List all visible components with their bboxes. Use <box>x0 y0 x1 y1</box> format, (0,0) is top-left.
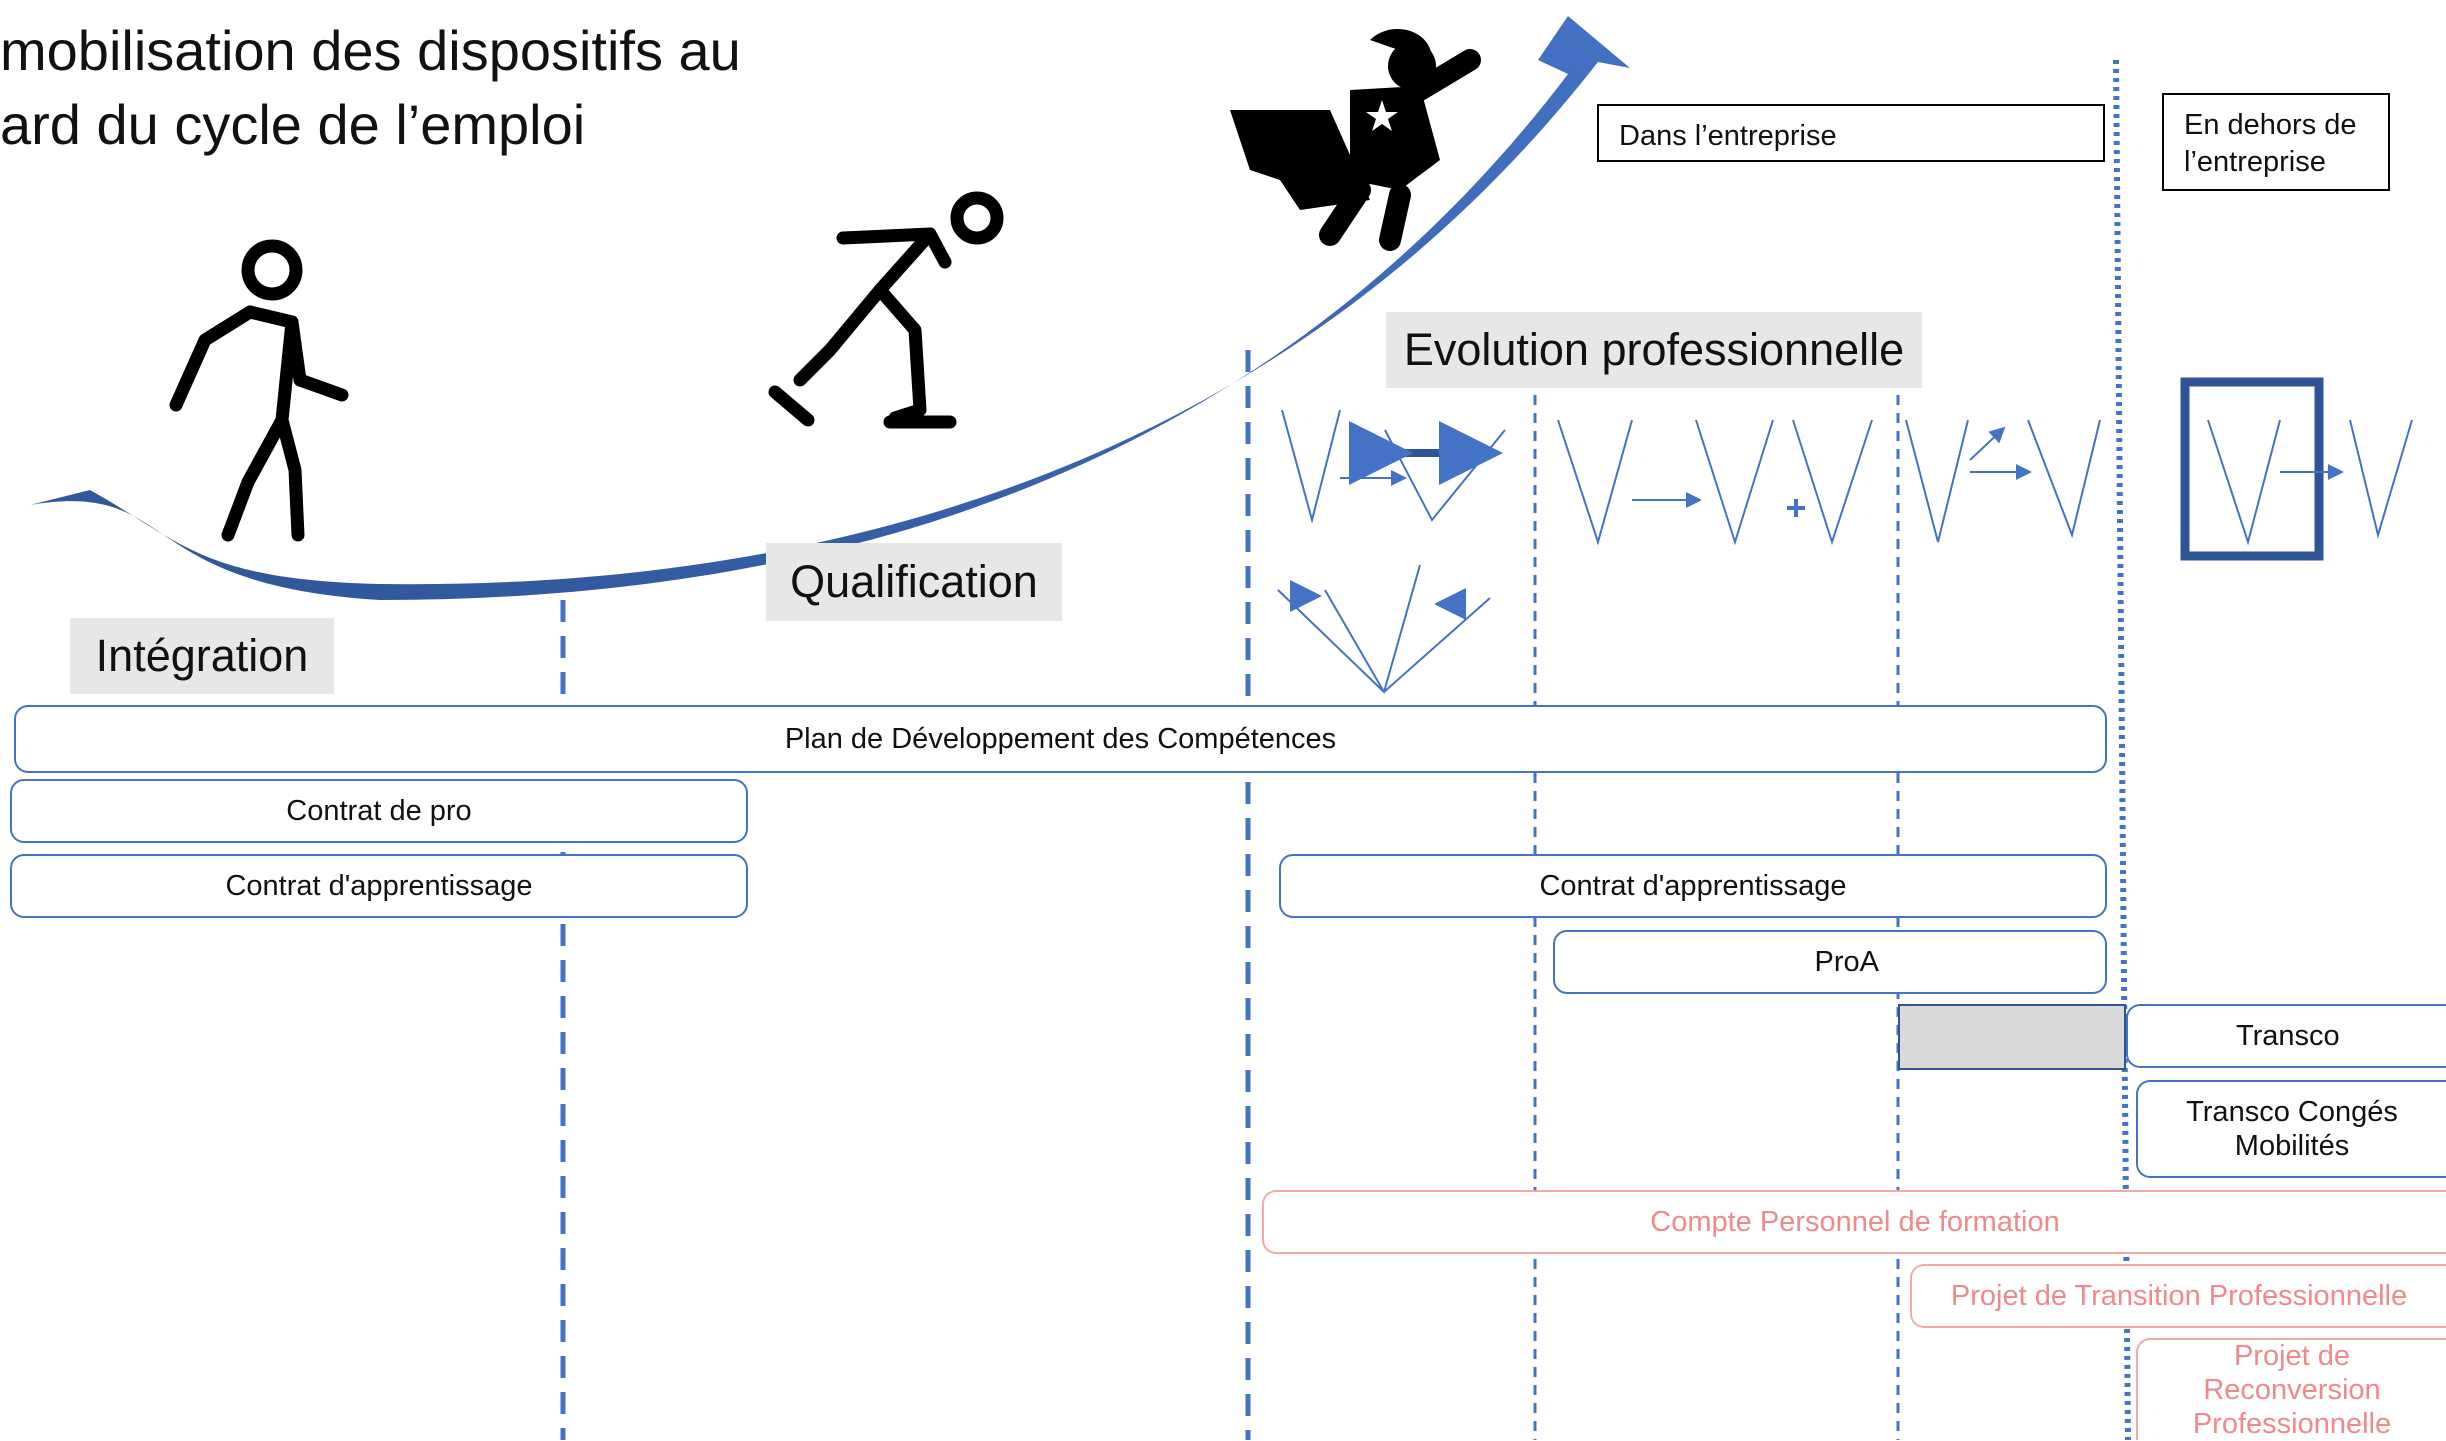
bar-projet-reconversion: Projet de Reconversion Professionnelle <box>2136 1338 2446 1440</box>
phase-label-evolution: Evolution professionnelle <box>1386 312 1922 388</box>
bar-proa: ProA <box>1553 930 2107 994</box>
bar-cpf: Compte Personnel de formation <box>1262 1190 2446 1254</box>
outside-frame <box>2180 377 2324 561</box>
bar-projet-transition: Projet de Transition Professionnelle <box>1910 1264 2446 1328</box>
bar-apprentissage-right: Contrat d'apprentissage <box>1279 854 2107 918</box>
page-title: mobilisation des dispositifs au ard du c… <box>0 19 741 156</box>
phase-label-integration: Intégration <box>70 618 334 694</box>
bar-plan-developpement: Plan de Développement des Compétences <box>14 705 2107 773</box>
bar-apprentissage-left: Contrat d'apprentissage <box>10 854 748 918</box>
phase-label-qualification: Qualification <box>766 543 1062 621</box>
bar-contrat-pro: Contrat de pro <box>10 779 748 843</box>
superhero-icon <box>1230 28 1481 251</box>
transco-gray-block <box>1898 1004 2126 1070</box>
skater-icon <box>768 191 1004 429</box>
zone-label-inside: Dans l’entreprise <box>1597 104 2105 162</box>
bar-transco: Transco <box>2126 1004 2446 1068</box>
zone-label-outside: En dehors de l’entreprise <box>2162 93 2390 191</box>
bar-transco-conges: Transco Congés Mobilités <box>2136 1080 2446 1178</box>
v-glyph-group <box>1277 377 2413 694</box>
walking-person-icon <box>169 239 349 542</box>
